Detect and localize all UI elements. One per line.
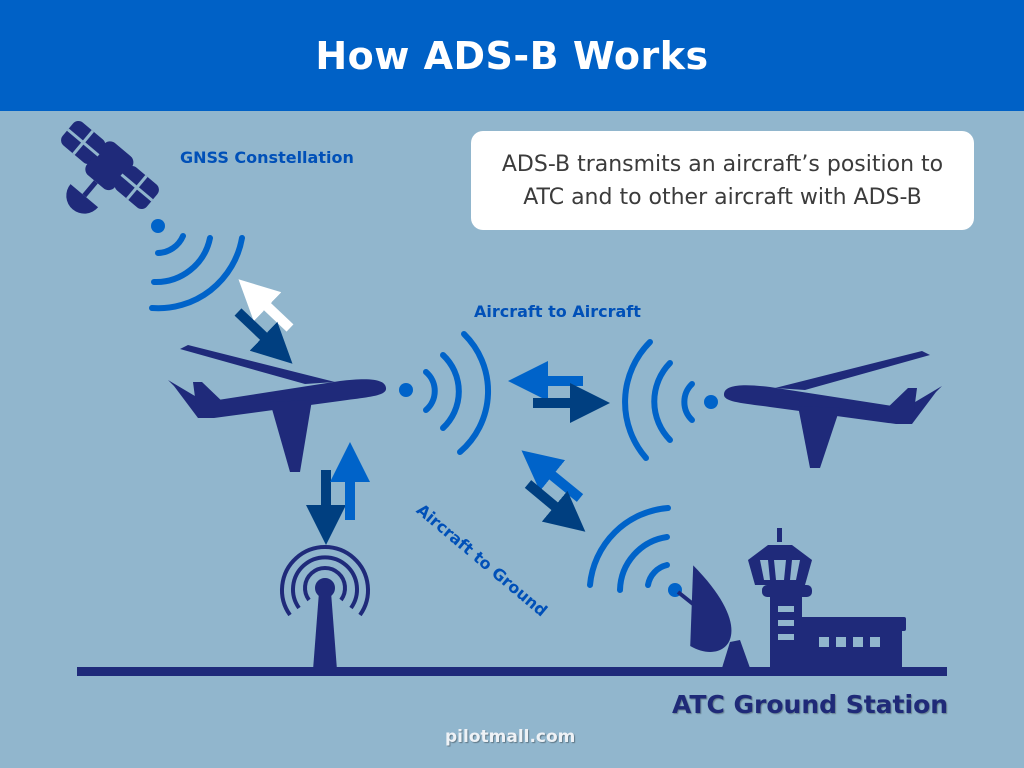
gnss-label: GNSS Constellation [180, 148, 354, 167]
control-tower-icon [748, 528, 906, 669]
ground-downlink-arrow [524, 480, 586, 532]
radio-antenna-icon [280, 545, 370, 670]
satellite-dish-signal-waves [587, 505, 682, 597]
callout-text: ADS-B transmits an aircraft’s position t… [501, 151, 944, 210]
satellite-dish-icon [676, 565, 750, 668]
air-to-air-label: Aircraft to Aircraft [474, 302, 641, 321]
aircraft-left-signal-waves [399, 331, 491, 455]
atc-ground-station-label: ATC Ground Station [672, 690, 949, 719]
gnss-downlink-arrow [234, 308, 293, 364]
gnss-uplink-arrow [238, 279, 294, 332]
header-banner: How ADS-B Works [0, 0, 1024, 111]
aircraft-right-signal-waves [622, 339, 718, 461]
aircraft-left-icon [168, 345, 387, 472]
brand-watermark: pilotmall.com [445, 727, 576, 747]
ground-line [77, 667, 947, 676]
satellite-signal-waves [149, 219, 245, 312]
aircraft-right-icon [723, 351, 942, 468]
satellite-icon [61, 121, 159, 214]
info-callout: ADS-B transmits an aircraft’s position t… [471, 131, 974, 230]
page-title: How ADS-B Works [315, 33, 709, 78]
